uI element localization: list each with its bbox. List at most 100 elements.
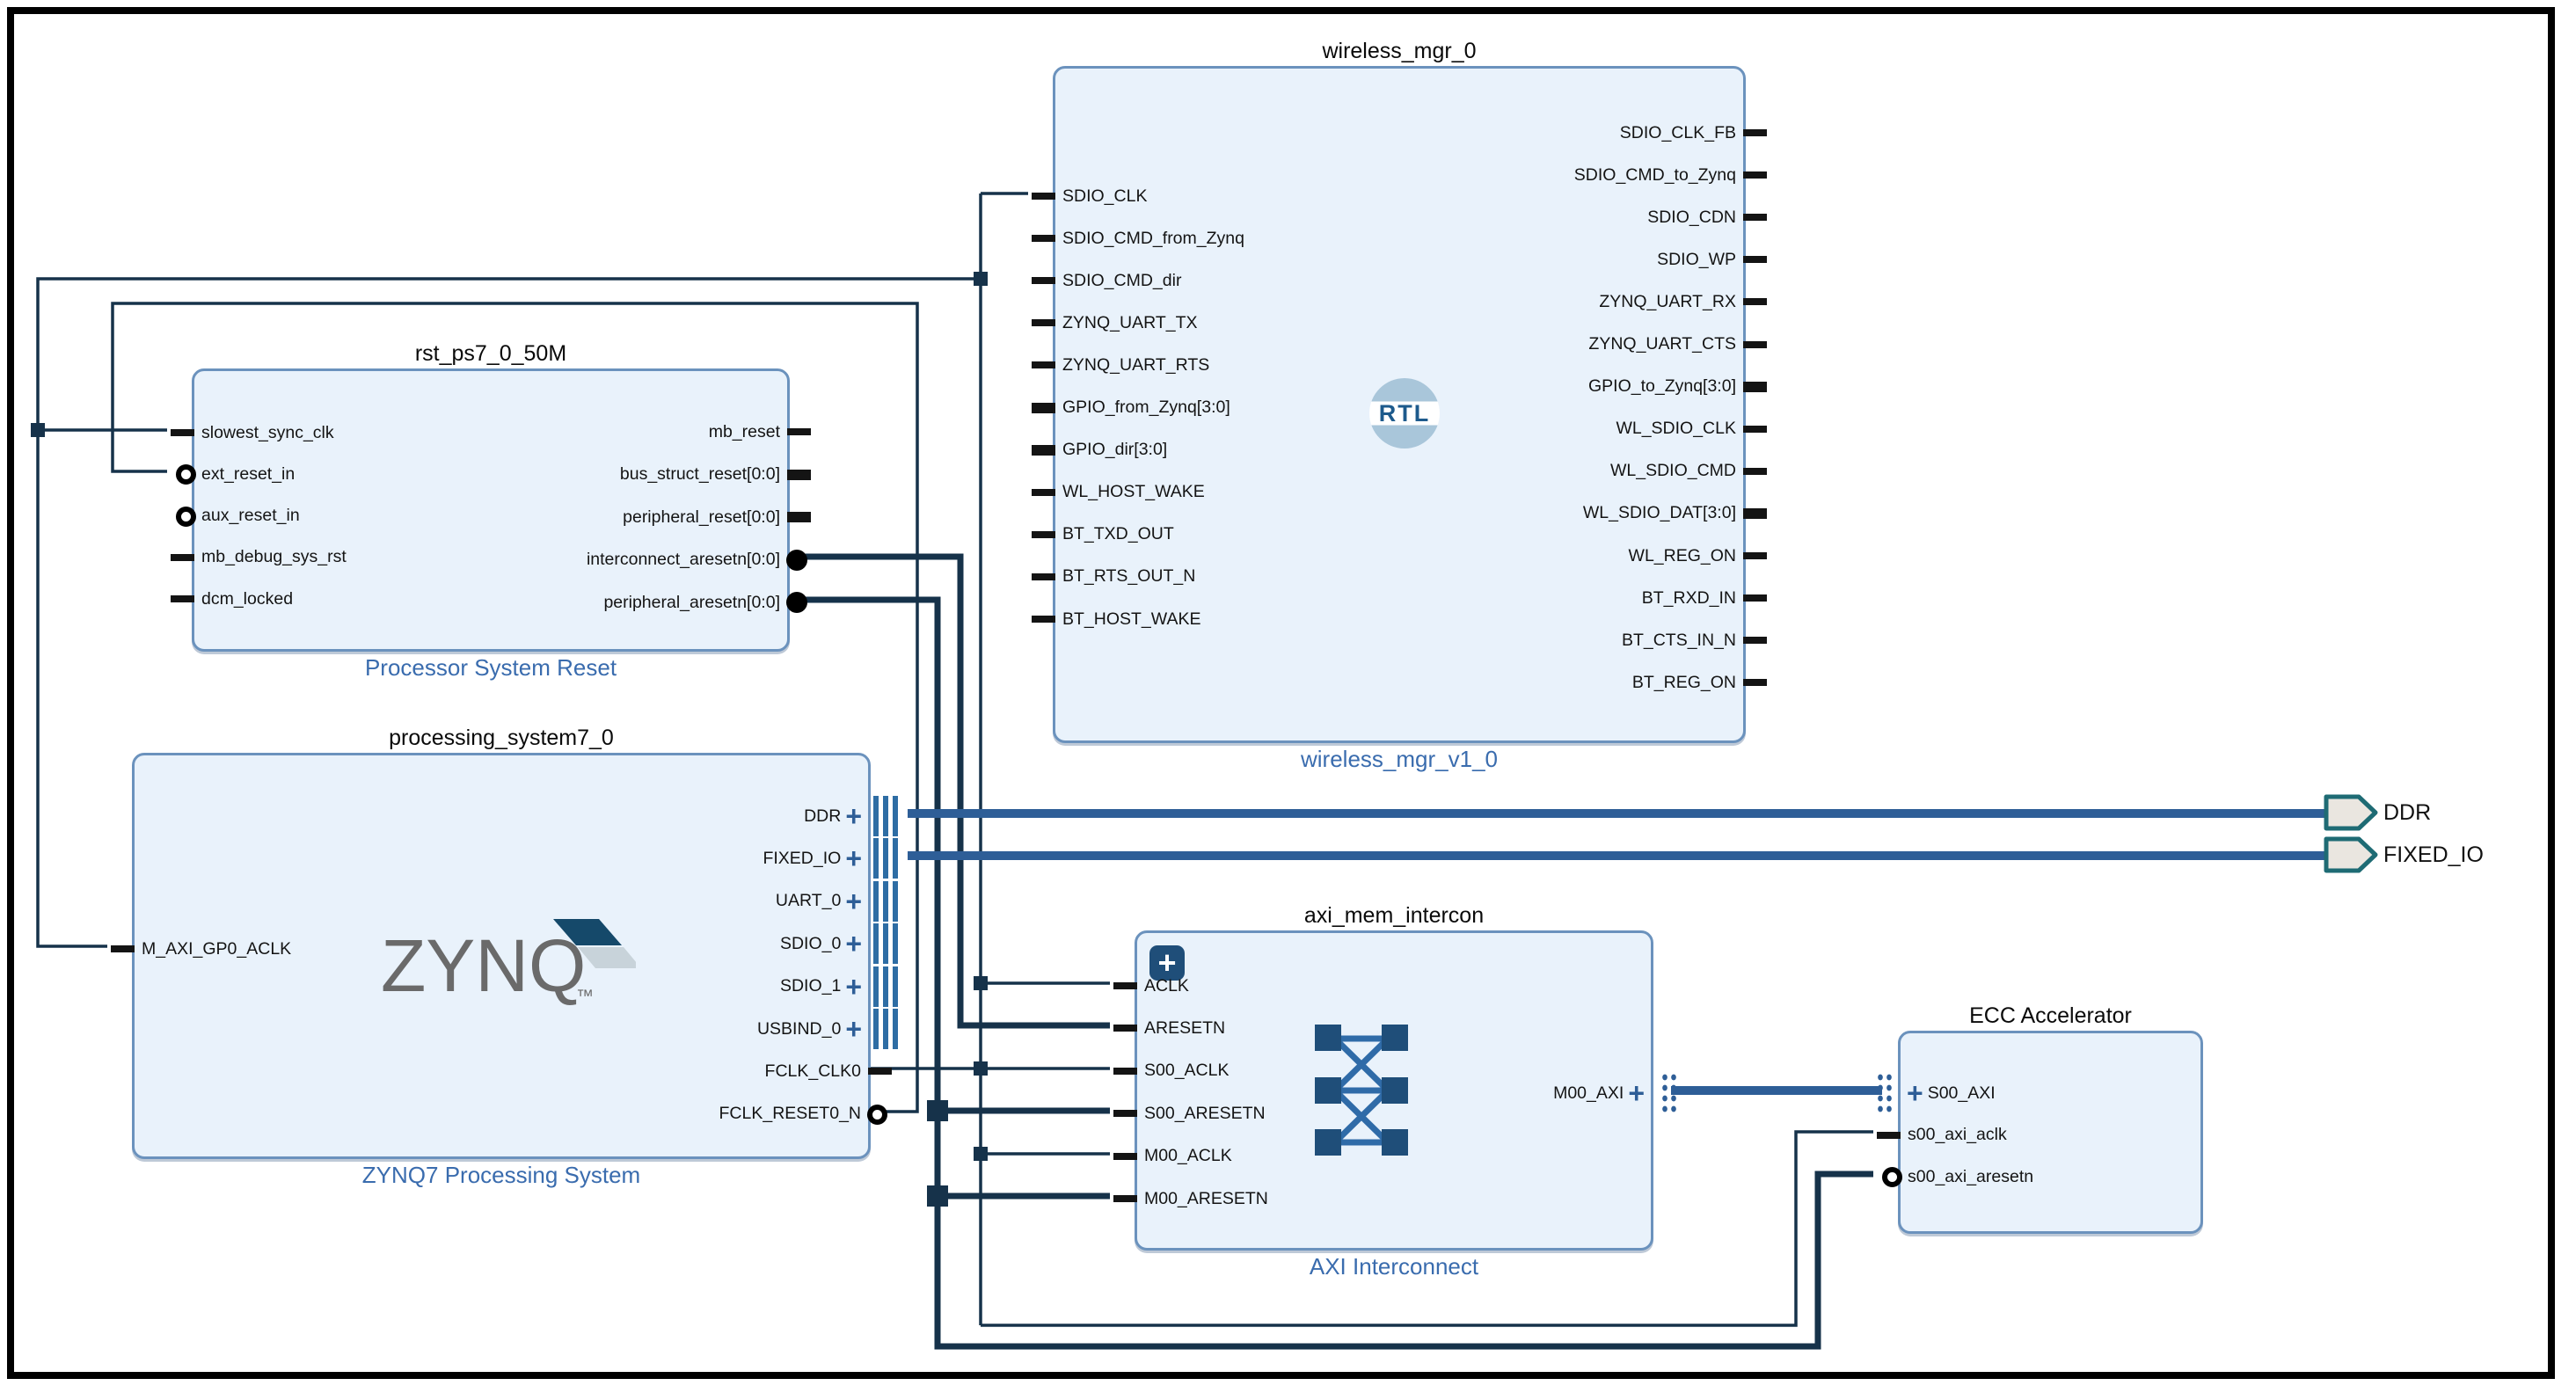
port-label: ZYNQ_UART_RTS [1062,354,1210,375]
external-port-ddr[interactable]: DDR [2324,792,2431,833]
port-label: DDR [804,806,842,826]
port-stub [1743,594,1767,602]
port-wl-reg-on[interactable]: WL_REG_ON [1060,543,1767,568]
port-sdio-cdn[interactable]: SDIO_CDN [1060,205,1767,230]
block-ecc-accelerator[interactable]: ECC Accelerator +S00_AXI s00_axi_aclk s00_… [1876,1003,2203,1234]
port-label: S00_AXI [1927,1083,1996,1103]
port-stub [1032,193,1055,200]
port-gpio-to-zynq-3-0[interactable]: GPIO_to_Zynq[3:0] [1060,375,1767,399]
port-stub [1032,444,1055,456]
port-ext-reset-in[interactable]: ext_reset_in [176,462,783,486]
port-sdio-wp[interactable]: SDIO_WP [1060,247,1767,272]
port-label: s00_axi_aclk [1908,1125,2007,1144]
port-bt-cts-in-n[interactable]: BT_CTS_IN_N [1060,628,1767,653]
port-stub [1743,679,1767,687]
port-label: interconnect_aresetn[0:0] [586,550,780,569]
port-label: dcm_locked [201,588,294,609]
port-bus-struct-reset-0-0[interactable]: bus_struct_reset[0:0] [199,463,811,487]
port-m00-aclk[interactable]: M00_ACLK [1113,1144,1646,1169]
active-low-dot-icon [786,592,807,613]
port-label: S00_ARESETN [1144,1103,1266,1123]
port-bt-rxd-in[interactable]: BT_RXD_IN [1060,586,1767,610]
port-m00-aresetn[interactable]: M00_ARESETN [1113,1186,1646,1211]
port-stub [1743,214,1767,222]
port-stub [1743,298,1767,306]
port-s00-axi-aclk[interactable]: s00_axi_aclk [1877,1123,2196,1148]
port-sdio-cmd-from-zynq[interactable]: SDIO_CMD_from_Zynq [1032,226,1739,251]
port-zynq-uart-rts[interactable]: ZYNQ_UART_RTS [1032,353,1739,377]
port-s00-axi-aresetn[interactable]: s00_axi_aresetn [1882,1164,2196,1189]
port-wl-sdio-cmd[interactable]: WL_SDIO_CMD [1060,459,1767,484]
port-m00-axi[interactable]: M00_AXI+ [1142,1072,1678,1114]
block-rst-ps7-0-50m[interactable]: rst_ps7_0_50M Processor System Reset slo… [171,341,811,681]
port-interconnect-aresetn-0-0[interactable]: interconnect_aresetn[0:0] [199,548,807,573]
port-ddr[interactable]: DDR+ [139,796,900,836]
port-sdio-clk-fb[interactable]: SDIO_CLK_FB [1060,120,1767,145]
port-mb-reset[interactable]: mb_reset [199,419,811,444]
port-s00-axi[interactable]: +S00_AXI [1876,1072,2196,1114]
port-label: ARESETN [1144,1017,1226,1038]
port-zynq-uart-tx[interactable]: ZYNQ_UART_TX [1032,310,1739,335]
port-label: SDIO_CMD_from_Zynq [1062,228,1244,248]
port-aux-reset-in[interactable]: aux_reset_in [176,504,783,529]
axi-crossbar-icon [1315,1025,1408,1161]
port-slowest-sync-clk[interactable]: slowest_sync_clk [171,420,783,445]
port-sdio-cmd-dir[interactable]: SDIO_CMD_dir [1032,268,1739,293]
port-zynq-uart-rx[interactable]: ZYNQ_UART_RX [1060,289,1767,314]
port-fclk-reset0-n[interactable]: FCLK_RESET0_N [139,1102,887,1127]
port-label: mb_reset [708,421,780,441]
port-peripheral-reset-0-0[interactable]: peripheral_reset[0:0] [199,505,811,529]
port-label: FCLK_CLK0 [764,1061,861,1081]
port-s00-aresetn[interactable]: S00_ARESETN [1113,1101,1646,1126]
port-aclk[interactable]: ACLK [1113,974,1646,998]
port-s00-aclk[interactable]: S00_ACLK [1113,1059,1646,1083]
active-low-ring-icon [176,506,196,527]
port-stub [787,428,811,435]
port-m-axi-gp0-aclk[interactable]: M_AXI_GP0_ACLK [111,937,864,961]
expand-block-button[interactable]: + [1149,945,1185,981]
port-fixed-io[interactable]: FIXED_IO+ [139,838,900,879]
port-label: FCLK_RESET0_N [719,1104,861,1124]
port-aresetn[interactable]: ARESETN [1113,1016,1646,1040]
port-sdio-cmd-to-zynq[interactable]: SDIO_CMD_to_Zynq [1060,163,1767,187]
port-wl-sdio-clk[interactable]: WL_SDIO_CLK [1060,417,1767,441]
port-bt-rts-out-n[interactable]: BT_RTS_OUT_N [1032,565,1739,589]
port-gpio-dir-3-0[interactable]: GPIO_dir[3:0] [1032,438,1739,463]
port-label: BT_RTS_OUT_N [1062,566,1196,587]
port-sdio-clk[interactable]: SDIO_CLK [1032,184,1739,208]
external-port-fixed-io[interactable]: FIXED_IO [2324,835,2484,875]
port-bt-host-wake[interactable]: BT_HOST_WAKE [1032,607,1739,631]
port-label: aux_reset_in [201,506,300,526]
port-label: BT_TXD_OUT [1062,524,1174,544]
port-uart-0[interactable]: UART_0+ [139,880,900,922]
port-stub [1743,256,1767,264]
port-fclk-clk0[interactable]: FCLK_CLK0 [139,1059,892,1083]
diagram-border [7,7,2555,1379]
block-axi-mem-intercon[interactable]: axi_mem_intercon AXI Interconnect + [1113,903,1678,1280]
port-wl-sdio-dat-3-0[interactable]: WL_SDIO_DAT[3:0] [1060,501,1767,526]
port-label: SDIO_0 [779,933,842,953]
port-stub [1743,171,1767,179]
port-bt-txd-out[interactable]: BT_TXD_OUT [1032,522,1739,547]
port-zynq-uart-cts[interactable]: ZYNQ_UART_CTS [1060,332,1767,357]
port-stub [1032,361,1055,369]
port-label: UART_0 [775,891,842,911]
port-gpio-from-zynq-3-0[interactable]: GPIO_from_Zynq[3:0] [1032,396,1739,420]
port-sdio-0[interactable]: SDIO_0+ [139,923,900,965]
interface-plus-icon: + [845,842,862,875]
port-stub [171,553,194,561]
port-peripheral-aresetn-0-0[interactable]: peripheral_aresetn[0:0] [199,590,807,615]
port-label: SDIO_CLK [1062,186,1148,206]
port-label: BT_CTS_IN_N [1621,630,1736,650]
port-bt-reg-on[interactable]: BT_REG_ON [1060,670,1767,695]
port-label: M00_ACLK [1144,1146,1232,1166]
port-usbind-0[interactable]: USBIND_0+ [139,1009,900,1049]
interface-dots-icon [1876,1072,1894,1114]
port-dcm-locked[interactable]: dcm_locked [171,587,783,611]
port-mb-debug-sys-rst[interactable]: mb_debug_sys_rst [171,545,783,570]
block-title: ECC Accelerator [1969,1003,2132,1028]
block-processing-system7-0[interactable]: processing_system7_0 ZYNQ7 Processing Sy… [111,726,900,1188]
port-sdio-1[interactable]: SDIO_1+ [139,966,900,1007]
block-wireless-mgr-0[interactable]: wireless_mgr_0 wireless_mgr_v1_0 RTL SDI… [1032,39,1767,772]
port-wl-host-wake[interactable]: WL_HOST_WAKE [1032,480,1739,505]
